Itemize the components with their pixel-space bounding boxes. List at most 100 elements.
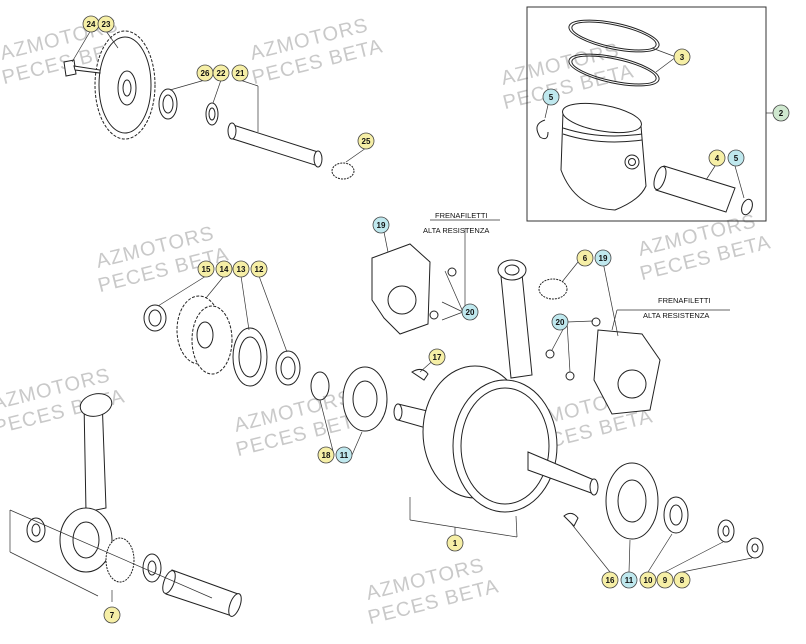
callout-marker: 6 <box>576 249 594 267</box>
callout-label: 14 <box>220 265 229 274</box>
crankshaft-group <box>393 259 599 513</box>
crankshaft-right-end <box>589 478 599 496</box>
callout-label: 4 <box>715 154 720 163</box>
balancer-shaft <box>229 123 319 167</box>
leader-line <box>71 29 92 63</box>
callout-marker: 23 <box>97 15 115 33</box>
balancer-shaft-end <box>227 122 237 140</box>
callout-label: 13 <box>237 265 246 274</box>
callout-marker: 19 <box>594 249 612 267</box>
small-end-needle-cage <box>538 278 568 300</box>
callout-label: 9 <box>663 576 668 585</box>
leader-line <box>628 539 631 573</box>
callout-circle <box>231 64 249 82</box>
callout-circle <box>708 149 726 167</box>
callout-marker: 16 <box>601 571 619 589</box>
crank-pin <box>165 569 239 617</box>
leader-line <box>664 541 724 573</box>
balancer-gear-group <box>63 30 355 180</box>
callout-label: 24 <box>87 20 96 29</box>
callout-circle <box>673 571 691 589</box>
needle-cage <box>331 162 355 180</box>
bolt <box>63 59 77 77</box>
right-bearing-group <box>563 462 764 559</box>
callout-circle <box>656 571 674 589</box>
leader-line <box>441 301 464 313</box>
callout-label: 12 <box>255 265 264 274</box>
callout-label: 20 <box>466 308 475 317</box>
callout-circle <box>673 48 691 66</box>
callout-circle <box>103 606 121 624</box>
callout-circle <box>576 249 594 267</box>
watermark: AZMOTORS PECES BETA <box>94 222 231 297</box>
needle-bearing-bore <box>162 94 174 114</box>
callout-marker: 20 <box>461 303 479 321</box>
callout-circle <box>232 260 250 278</box>
callout-label: 7 <box>110 611 115 620</box>
oil-seal-inner <box>238 336 262 378</box>
bolt-shank <box>73 65 101 74</box>
callout-circle <box>727 149 745 167</box>
callout-marker: 8 <box>673 571 691 589</box>
callout-label: 25 <box>362 137 371 146</box>
leader-line <box>212 79 222 104</box>
callout-marker: 22 <box>212 64 230 82</box>
watermark: AZMOTORS PECES BETA <box>499 39 636 114</box>
callout-marker: 4 <box>708 149 726 167</box>
piston-pin <box>655 165 736 213</box>
callout-label: 20 <box>556 318 565 327</box>
leader-line <box>569 521 611 573</box>
main-bearing-inner <box>352 380 378 418</box>
callout-label: 17 <box>433 353 442 362</box>
callout-marker: 26 <box>196 64 214 82</box>
callout-label: 2 <box>779 109 784 118</box>
callout-label: 21 <box>236 69 245 78</box>
washer-right-bore <box>722 525 730 537</box>
screw <box>545 349 555 359</box>
callout-circle <box>461 303 479 321</box>
callout-marker: 3 <box>673 48 691 66</box>
callout-marker: 21 <box>231 64 249 82</box>
crank-web-face <box>460 387 550 505</box>
callout-label: 1 <box>453 539 458 548</box>
crank-pin-end <box>162 570 176 594</box>
callout-marker: 5 <box>542 88 560 106</box>
conrod-kit-big-end-bore <box>72 521 100 559</box>
callout-label: 5 <box>734 154 739 163</box>
callout-circle <box>446 534 464 552</box>
callout-marker: 18 <box>317 446 335 464</box>
callout-label: 22 <box>217 69 226 78</box>
leader-line <box>655 56 677 73</box>
threadlock-note: FRENAFILETTI ALTA RESISTENZA <box>643 296 711 320</box>
callout-marker: 5 <box>727 149 745 167</box>
leader-line <box>205 275 225 299</box>
callout-label: 26 <box>201 69 210 78</box>
screw <box>565 371 575 381</box>
callout-marker: 14 <box>215 260 233 278</box>
leader-line <box>319 399 335 456</box>
leader-lines <box>9 29 776 602</box>
callout-circle <box>620 571 638 589</box>
callout-marker: 13 <box>232 260 250 278</box>
screw <box>591 317 601 327</box>
piston-groove <box>562 127 643 137</box>
leader-line <box>566 320 594 323</box>
piston-ring-second <box>568 53 660 87</box>
leader-line <box>515 515 518 538</box>
circlip <box>741 198 753 216</box>
piston-kit-group <box>526 6 767 222</box>
callout-marker: 11 <box>620 571 638 589</box>
callout-marker: 7 <box>103 606 121 624</box>
callout-marker: 9 <box>656 571 674 589</box>
callout-label: 23 <box>102 20 111 29</box>
callout-label: 6 <box>583 254 588 263</box>
leader-line <box>169 79 206 91</box>
guide-plates <box>371 243 661 415</box>
callout-marker: 1 <box>446 534 464 552</box>
note-line: ALTA RESISTENZA <box>423 226 489 235</box>
conrod-kit-small-end <box>79 393 113 417</box>
leader-line <box>409 519 518 538</box>
callout-circle <box>212 64 230 82</box>
callout-circle <box>428 348 446 366</box>
